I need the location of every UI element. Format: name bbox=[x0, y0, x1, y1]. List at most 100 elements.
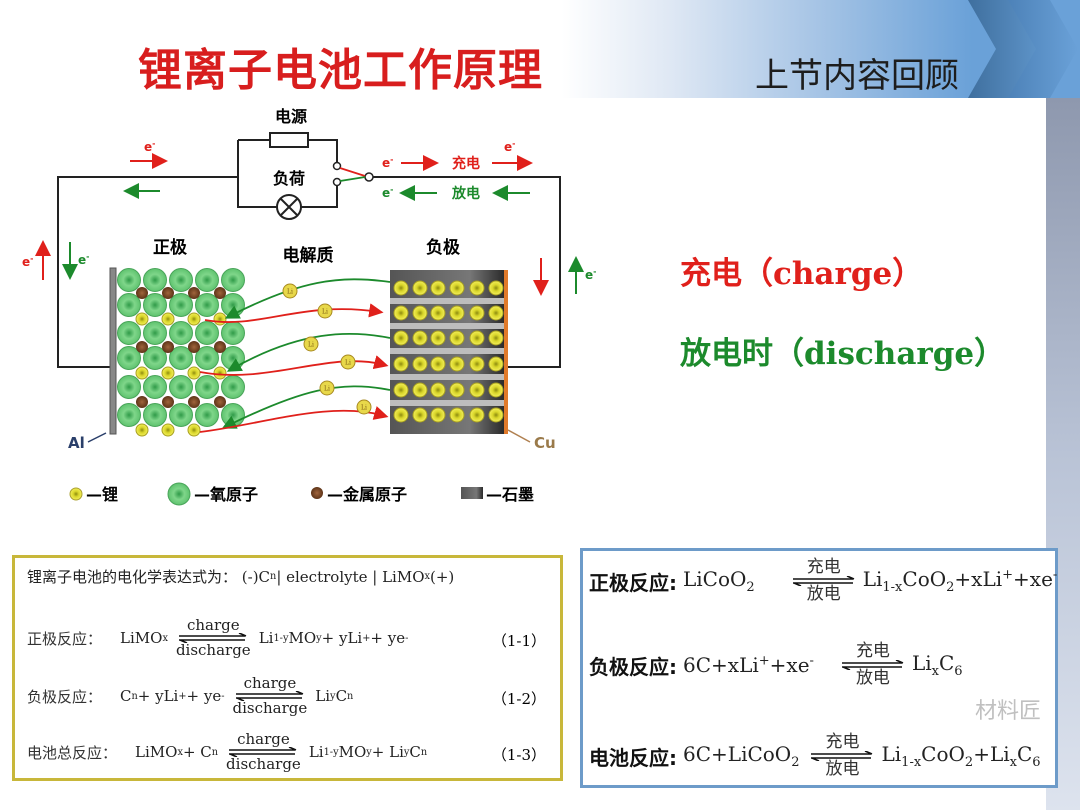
ion-path bbox=[204, 303, 384, 323]
reaction-label: 负极反应： bbox=[27, 687, 103, 706]
oxygen-atom bbox=[195, 403, 219, 427]
formula-part: CoO bbox=[902, 567, 947, 591]
formula-part: +Li bbox=[973, 742, 1010, 766]
lithium-atom bbox=[187, 366, 201, 380]
formula-part: n bbox=[347, 690, 354, 702]
lithium-atom bbox=[187, 312, 201, 326]
divider bbox=[608, 98, 1046, 102]
lithium-atom bbox=[412, 330, 428, 346]
graphite-gap bbox=[390, 348, 504, 354]
oxygen-atom bbox=[117, 268, 141, 292]
formula-part: MO bbox=[338, 743, 367, 761]
formula-part: 2 bbox=[791, 755, 800, 770]
lithium-atom bbox=[488, 305, 504, 321]
oxygen-atom bbox=[169, 321, 193, 345]
formula-part: 6 bbox=[1032, 755, 1041, 770]
formula-part: 1-y bbox=[273, 632, 289, 644]
formula-part: Li bbox=[258, 629, 274, 647]
formula-part: +xe bbox=[1013, 567, 1053, 591]
lithium-atom bbox=[412, 280, 428, 296]
lithium-atom bbox=[430, 280, 446, 296]
lithium-atom bbox=[161, 423, 175, 437]
battery-diagram: 电源 负荷 正极 电解质 负极 充电 放电 e-e-e-e-e-e-e- Al … bbox=[22, 107, 596, 506]
switch-icon bbox=[332, 161, 374, 187]
graphite-gap bbox=[390, 374, 504, 380]
equilibrium-arrow: 充电放电 bbox=[792, 559, 855, 603]
ion-path bbox=[199, 355, 389, 376]
equation-number: （1-3） bbox=[491, 746, 546, 764]
al-collector bbox=[109, 267, 117, 435]
lithium-ion bbox=[303, 336, 319, 352]
arrow-top-label: 充电 bbox=[825, 732, 860, 752]
lithium-atom bbox=[430, 305, 446, 321]
lithium-atom bbox=[488, 407, 504, 423]
electron-label: e- bbox=[144, 139, 155, 154]
oxygen-atom bbox=[143, 346, 167, 370]
legend-graphite: —石墨 bbox=[486, 485, 534, 504]
products: Li1-xCoO2+xLi++xe- bbox=[863, 567, 1058, 595]
metal-atom bbox=[136, 396, 148, 408]
oxygen-atom bbox=[221, 321, 245, 345]
lithium-atom bbox=[449, 382, 465, 398]
formula-part: LiCoO bbox=[683, 567, 747, 591]
formula-part: 2 bbox=[746, 580, 755, 595]
metal-atom bbox=[162, 396, 174, 408]
products: LixC6 bbox=[912, 651, 963, 679]
lithium-atom bbox=[213, 312, 227, 326]
reactants: 6C+LiCoO2 bbox=[683, 742, 799, 770]
lithium-atom bbox=[161, 366, 175, 380]
formula-part: C bbox=[1016, 742, 1033, 766]
formula-part: + yLi bbox=[321, 629, 363, 647]
electrolyte-label: 电解质 bbox=[283, 245, 334, 266]
formula-part: - bbox=[405, 632, 409, 644]
equilibrium-arrow: 充电放电 bbox=[811, 734, 873, 778]
formula-part: LiMO bbox=[120, 629, 163, 647]
graphite-gap bbox=[390, 400, 504, 406]
formula-part: Li bbox=[881, 742, 902, 766]
formula-part: C bbox=[409, 743, 421, 761]
oxygen-atom bbox=[117, 293, 141, 317]
cu-label: Cu bbox=[534, 434, 556, 452]
lithium-atom bbox=[449, 407, 465, 423]
formula-part: CoO bbox=[921, 742, 965, 766]
lithium-ion-label: Li bbox=[361, 405, 367, 412]
ion-path bbox=[226, 332, 391, 372]
double-arrow-icon bbox=[229, 747, 297, 757]
arrow-top-label: charge bbox=[243, 674, 297, 692]
lithium-atom bbox=[488, 356, 504, 372]
formula-part: Li bbox=[315, 687, 331, 705]
oxygen-atom bbox=[117, 375, 141, 399]
oxygen-atom bbox=[221, 293, 245, 317]
lithium-ion bbox=[356, 399, 372, 415]
electron-label: e- bbox=[78, 252, 89, 267]
page-title: 锂离子电池工作原理 bbox=[138, 45, 543, 96]
arrow-bottom-label: 放电 bbox=[855, 668, 890, 688]
cathode-label: 正极 bbox=[153, 238, 187, 258]
lithium-ion bbox=[340, 354, 356, 370]
formula-part: 6C+LiCoO bbox=[683, 742, 792, 766]
formula-part: | electrolyte | LiMO bbox=[276, 567, 425, 586]
metal-atom bbox=[136, 287, 148, 299]
formula-part: C bbox=[120, 687, 132, 705]
lithium-atom bbox=[213, 366, 227, 380]
metal-atom bbox=[162, 341, 174, 353]
anode-label: 负极 bbox=[426, 237, 460, 258]
metal-atom bbox=[188, 396, 200, 408]
lithium-ion-label: Li bbox=[324, 386, 330, 393]
oxygen-atom bbox=[143, 375, 167, 399]
legend-graphite-icon bbox=[461, 487, 483, 499]
formula-part: 1-y bbox=[323, 746, 339, 758]
oxygen-atom bbox=[169, 346, 193, 370]
metal-atom bbox=[188, 287, 200, 299]
formula-part: x bbox=[162, 632, 168, 644]
lithium-atom bbox=[161, 312, 175, 326]
metal-atom bbox=[188, 341, 200, 353]
lithium-atom bbox=[393, 280, 409, 296]
section-subtitle: 上节内容回顾 bbox=[755, 56, 959, 96]
legend: —锂 —氧原子 —金属原子 —石墨 bbox=[69, 482, 534, 506]
reaction-label: 负极反应: bbox=[589, 654, 677, 679]
equation-number: （1-1） bbox=[491, 632, 546, 650]
lamp-icon bbox=[276, 194, 302, 220]
